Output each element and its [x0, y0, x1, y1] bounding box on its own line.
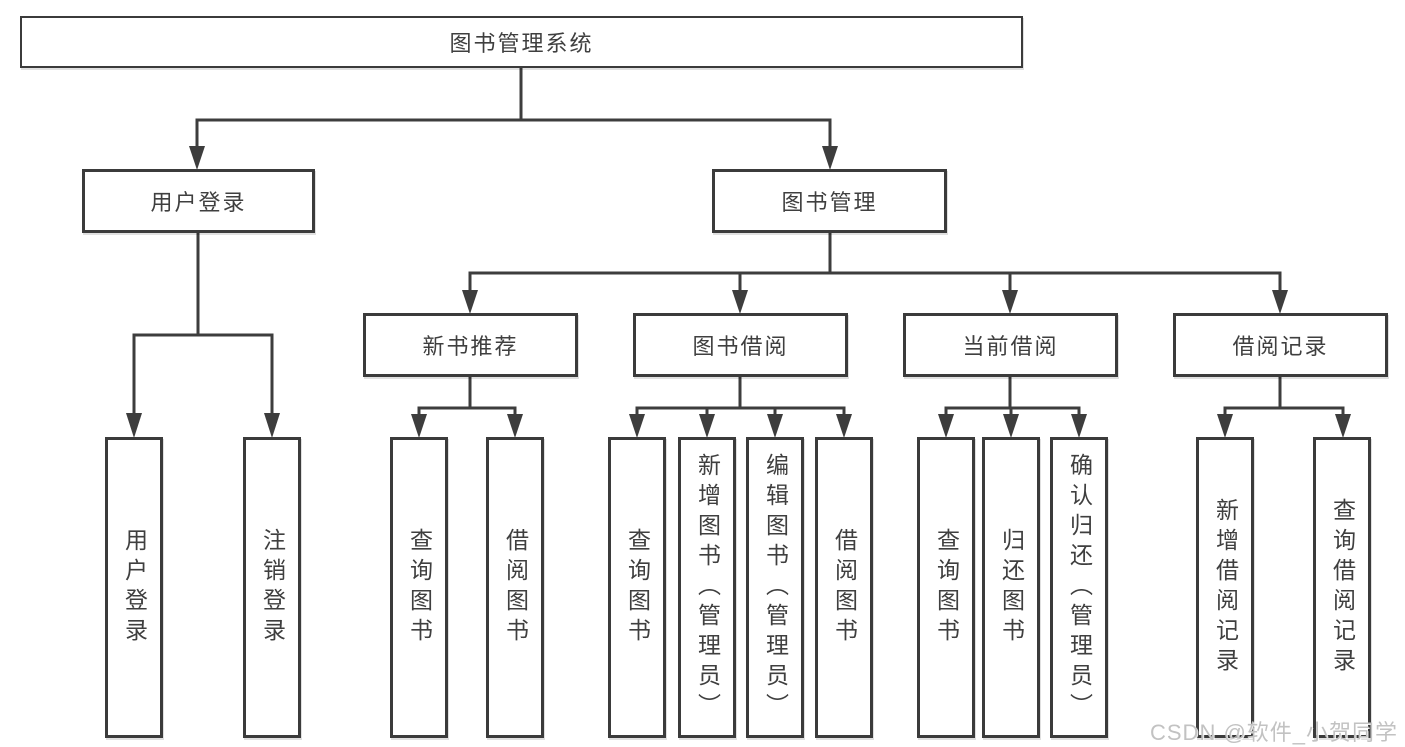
leaf-newbooks-query-books: 查询图书: [390, 437, 448, 738]
arrowhead-leaf-cu-query: [938, 414, 954, 438]
arrowhead-leaf-logout: [264, 413, 280, 438]
arrowhead-leaf-cu-return: [1003, 414, 1019, 438]
leaf-records-add-record: 新增借阅记录: [1196, 437, 1254, 738]
arrowhead-leaf-rc-add: [1217, 414, 1233, 438]
leaf-borrow-query-books: 查询图书: [608, 437, 666, 738]
arrowhead-leaf-bw-edit: [767, 414, 783, 438]
arrowhead-current: [1002, 290, 1018, 314]
arrowhead-leaf-bw-borrow: [836, 414, 852, 438]
leaf-current-query-books: 查询图书: [917, 437, 975, 738]
leaf-borrow-add-books-admin: 新增图书（管理员）: [678, 437, 736, 738]
arrowhead-newbooks: [462, 290, 478, 314]
leaf-borrow-edit-books-admin: 编辑图书（管理员）: [746, 437, 804, 738]
node-new-book-recommend: 新书推荐: [363, 313, 578, 377]
node-user-login: 用户登录: [82, 169, 315, 233]
arrowhead-leaf-bw-query: [629, 414, 645, 438]
arrowhead-bookmgmt: [822, 146, 838, 170]
node-library-system: 图书管理系统: [20, 16, 1023, 68]
arrowhead-leaf-login: [126, 413, 142, 438]
leaf-user-login: 用户登录: [105, 437, 163, 738]
leaf-logout-login: 注销登录: [243, 437, 301, 738]
csdn-watermark: CSDN @软件_小贺同学: [1150, 720, 1399, 745]
arrowhead-leaf-rc-query: [1335, 414, 1351, 438]
node-borrow-records: 借阅记录: [1173, 313, 1388, 377]
node-current-borrow: 当前借阅: [903, 313, 1118, 377]
leaf-records-query-record: 查询借阅记录: [1313, 437, 1371, 738]
leaf-newbooks-borrow-books: 借阅图书: [486, 437, 544, 738]
node-book-borrow: 图书借阅: [633, 313, 848, 377]
arrowhead-records: [1272, 290, 1288, 314]
arrowhead-userlogin: [189, 146, 205, 170]
leaf-current-return-books: 归还图书: [982, 437, 1040, 738]
arrowhead-leaf-nb-borrow: [507, 414, 523, 438]
leaf-current-confirm-return-admin: 确认归还（管理员）: [1050, 437, 1108, 738]
arrowhead-leaf-cu-confirm: [1071, 414, 1087, 438]
leaf-borrow-borrow-books: 借阅图书: [815, 437, 873, 738]
arrowhead-borrow: [732, 290, 748, 314]
arrowhead-leaf-bw-add: [699, 414, 715, 438]
node-book-management: 图书管理: [712, 169, 947, 233]
arrowhead-leaf-nb-query: [411, 414, 427, 438]
